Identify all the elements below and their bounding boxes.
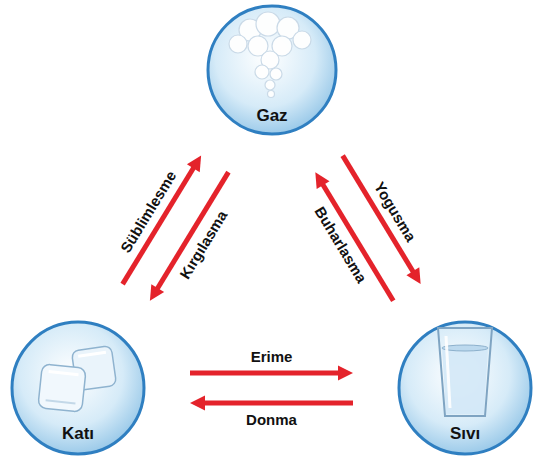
arrow-head bbox=[338, 366, 353, 381]
circle-shape bbox=[399, 322, 531, 454]
ice-cube bbox=[38, 364, 86, 412]
steam-puff bbox=[270, 68, 282, 80]
steam-puff bbox=[293, 31, 311, 49]
glass-highlight bbox=[446, 336, 450, 408]
arrow-head bbox=[190, 396, 205, 411]
arrow-line bbox=[203, 401, 353, 406]
steam-puff bbox=[265, 80, 275, 90]
ice-highlight bbox=[78, 352, 106, 356]
transition-label: Donma bbox=[246, 411, 297, 428]
arrow-head bbox=[187, 155, 201, 172]
transition-arrow bbox=[190, 366, 353, 381]
water-surface bbox=[442, 345, 488, 351]
arrow-head bbox=[315, 172, 329, 189]
state-label: Gaz bbox=[256, 107, 287, 126]
circle-shape bbox=[208, 6, 336, 134]
transition-label: Erime bbox=[251, 348, 293, 365]
steam-puff bbox=[229, 35, 247, 53]
arrow-head bbox=[406, 267, 420, 284]
circle-shape bbox=[12, 322, 144, 454]
arrow-line bbox=[190, 371, 340, 376]
state-label: Katı bbox=[62, 425, 94, 444]
transition-arrow bbox=[190, 396, 353, 411]
state-label: Sıvı bbox=[450, 425, 480, 444]
arrow-head bbox=[150, 284, 164, 301]
steam-puff bbox=[268, 91, 275, 98]
steam-puff bbox=[255, 65, 269, 79]
ice-shade bbox=[46, 400, 76, 403]
ice-highlight bbox=[49, 372, 79, 375]
steam-puff bbox=[256, 12, 280, 36]
